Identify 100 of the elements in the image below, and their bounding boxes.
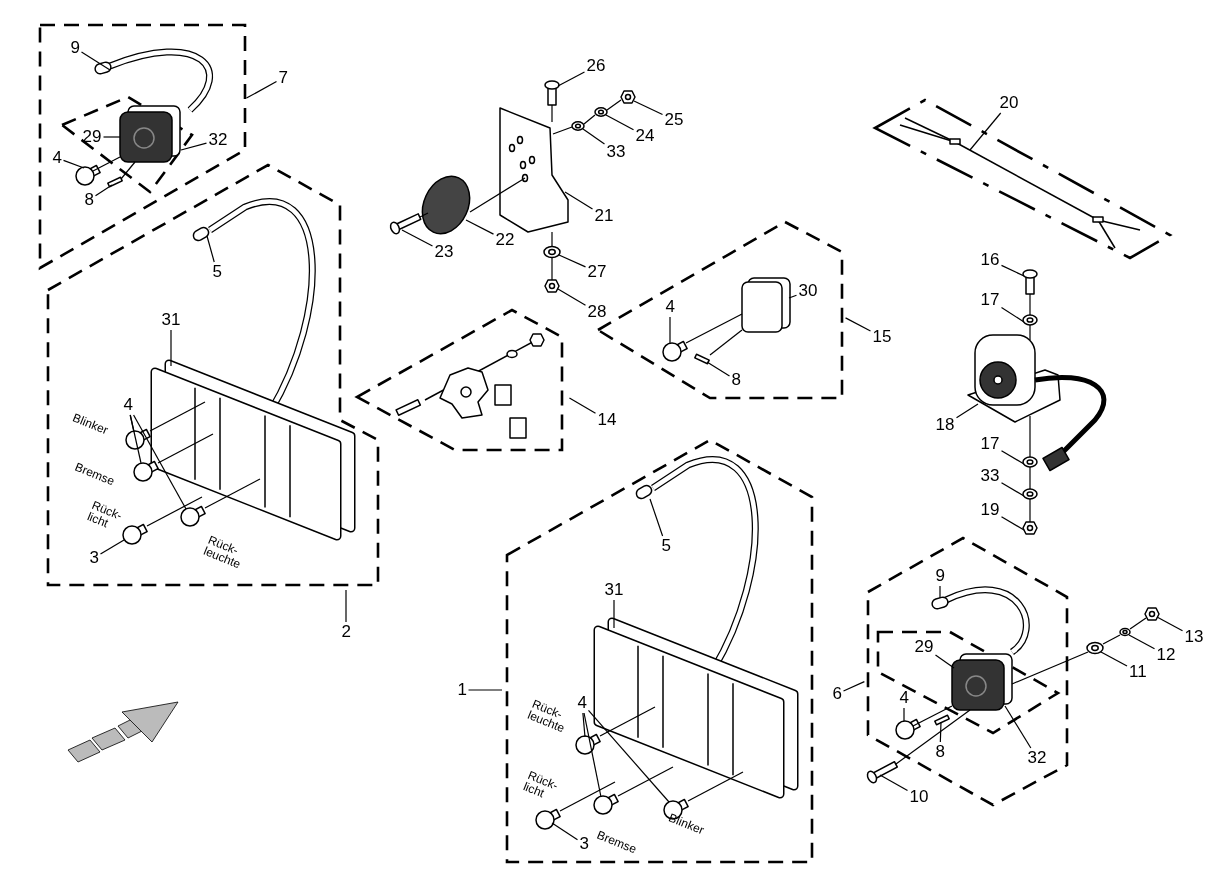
callout-number: 25 — [664, 111, 684, 129]
leader-line — [934, 654, 955, 669]
assembly-line — [1029, 466, 1031, 490]
leader-line — [1000, 264, 1025, 277]
assembly-line — [120, 161, 136, 180]
leader-line — [129, 414, 142, 464]
leader-line — [1000, 482, 1025, 497]
leader-line — [180, 142, 208, 151]
bulb-function-label: Rück- licht — [85, 499, 124, 533]
callout-number: 18 — [935, 416, 955, 434]
screw — [389, 213, 422, 235]
callout-number: 4 — [577, 694, 587, 712]
assembly-line — [709, 329, 743, 356]
cable-plug — [930, 595, 950, 611]
callout-number: 33 — [606, 143, 626, 161]
bolt — [544, 80, 560, 106]
callout-number: 32 — [208, 131, 228, 149]
bolt — [1022, 269, 1038, 295]
wiring-harness — [899, 117, 1141, 249]
callout-number: 10 — [909, 788, 929, 806]
washer — [1119, 627, 1131, 637]
assembly-line — [895, 709, 971, 765]
callout-number: 8 — [84, 191, 94, 209]
leader-line — [1128, 634, 1156, 650]
callout-number: 15 — [872, 328, 892, 346]
leader-line — [955, 403, 979, 419]
wire-clip — [934, 714, 950, 726]
assembly-line — [1102, 634, 1121, 645]
leader-line — [62, 159, 85, 169]
washer — [1086, 641, 1104, 655]
washer — [1022, 314, 1038, 326]
leader-line — [649, 498, 664, 537]
callout-number: 3 — [89, 549, 99, 567]
callout-number: 11 — [1129, 663, 1147, 681]
assembly-line — [551, 104, 553, 123]
leader-line — [551, 822, 579, 841]
callout-number: 28 — [587, 303, 607, 321]
light-bulb — [662, 340, 688, 362]
callout-number: 7 — [278, 69, 288, 87]
washer — [594, 107, 608, 117]
callout-number: 16 — [980, 251, 1000, 269]
leader-line — [102, 136, 121, 138]
assembly-line — [146, 496, 203, 527]
light-bulb — [593, 793, 619, 815]
leader-line — [206, 235, 215, 263]
callout-number: 19 — [980, 501, 1000, 519]
assembly-line — [551, 257, 553, 281]
callout-number: 27 — [587, 263, 607, 281]
leader-line — [133, 414, 187, 510]
callout-number: 5 — [661, 537, 671, 555]
callout-number: 8 — [731, 371, 741, 389]
assembly-line — [157, 433, 214, 464]
assembly-line — [469, 177, 526, 213]
assembly-line — [1029, 293, 1031, 316]
assembly-line — [617, 766, 674, 797]
callout-number: 21 — [594, 207, 614, 225]
leader-line — [99, 539, 125, 555]
assembly-line — [1011, 651, 1089, 685]
assembly-line — [419, 212, 429, 218]
assembly-line — [1129, 617, 1147, 630]
lamp-lens — [119, 111, 173, 163]
callout-number: 4 — [123, 396, 133, 414]
callout-number: 24 — [635, 127, 655, 145]
leader-line — [557, 71, 586, 87]
leader-line — [1004, 705, 1032, 749]
leader-line — [939, 585, 941, 599]
callout-number: 4 — [665, 298, 675, 316]
callout-number: 6 — [832, 685, 842, 703]
leader-line — [669, 316, 671, 344]
lamp-lens — [951, 659, 1005, 711]
leader-line — [1000, 306, 1025, 323]
leader-line — [582, 128, 606, 145]
leader-line — [564, 191, 594, 210]
assembly-line — [1029, 324, 1031, 341]
leader-line — [969, 112, 1002, 151]
tail-lamp-housing — [593, 456, 799, 799]
leader-line — [1156, 616, 1184, 632]
washer — [543, 245, 561, 259]
leader-line — [788, 294, 798, 299]
washer — [571, 121, 585, 131]
light-bulb — [180, 505, 206, 527]
reflector — [421, 175, 471, 235]
leader-line — [94, 184, 113, 197]
leader-line — [613, 599, 615, 629]
assembly-line — [687, 771, 744, 802]
leader-line — [401, 229, 434, 247]
wire-clip — [694, 353, 710, 365]
assembly-line — [551, 231, 553, 247]
leader-line — [939, 721, 942, 743]
callout-number: 31 — [161, 311, 181, 329]
side-lamp — [741, 277, 791, 333]
callout-number: 20 — [999, 94, 1019, 112]
callout-number: 29 — [914, 638, 934, 656]
leader-line — [557, 288, 587, 306]
leader-line — [903, 707, 905, 722]
callout-number: 26 — [586, 57, 606, 75]
leader-line — [80, 51, 111, 71]
leader-line — [706, 361, 731, 377]
leader-line — [583, 712, 602, 798]
callout-number: 31 — [604, 581, 624, 599]
